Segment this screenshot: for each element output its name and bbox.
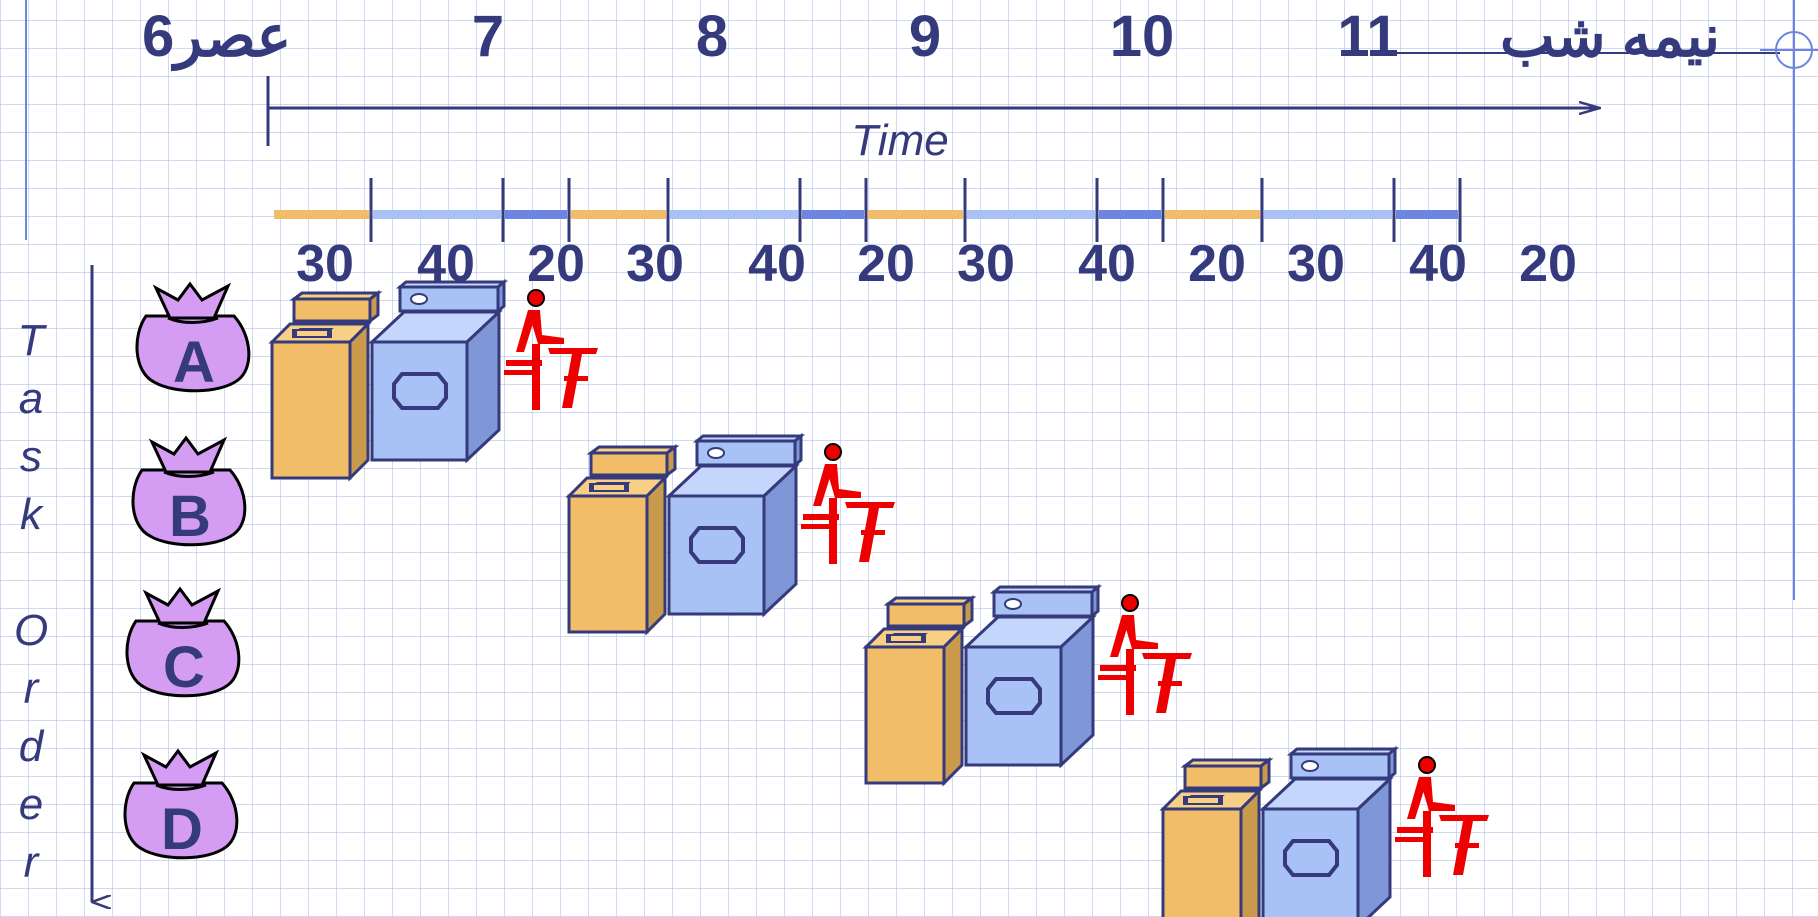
stage-bar-fold (1396, 210, 1458, 219)
washer-icon (272, 293, 378, 478)
task-rows: A B C D (125, 282, 1489, 917)
dryer-icon (669, 436, 801, 614)
folding-person-icon (801, 444, 895, 564)
task-letter: B (169, 484, 211, 549)
stage-bar-wash (1165, 210, 1260, 219)
washer-icon (1163, 760, 1269, 917)
stage-bars (274, 178, 1460, 242)
stage-bar-dry (670, 210, 798, 219)
folding-person-icon (504, 290, 598, 410)
dryer-icon (372, 282, 504, 460)
task-letter: C (163, 635, 205, 700)
stage-bar-wash (868, 210, 963, 219)
stage-bar-fold (802, 210, 864, 219)
stage-bar-dry (1264, 210, 1392, 219)
stage-bar-wash (274, 210, 369, 219)
task-letter: D (161, 797, 203, 862)
task-row-b: B (133, 436, 895, 632)
dryer-icon (1263, 749, 1395, 917)
task-letter: A (173, 330, 215, 395)
task-row-d: D (125, 749, 1489, 917)
washer-icon (569, 447, 675, 632)
washer-icon (866, 598, 972, 783)
folding-person-icon (1098, 595, 1192, 715)
stage-bar-wash (571, 210, 666, 219)
folding-person-icon (1395, 757, 1489, 877)
stage-bar-fold (505, 210, 567, 219)
stage-bar-dry (967, 210, 1095, 219)
dryer-icon (966, 587, 1098, 765)
stage-bar-dry (373, 210, 501, 219)
stage-bar-fold (1099, 210, 1161, 219)
